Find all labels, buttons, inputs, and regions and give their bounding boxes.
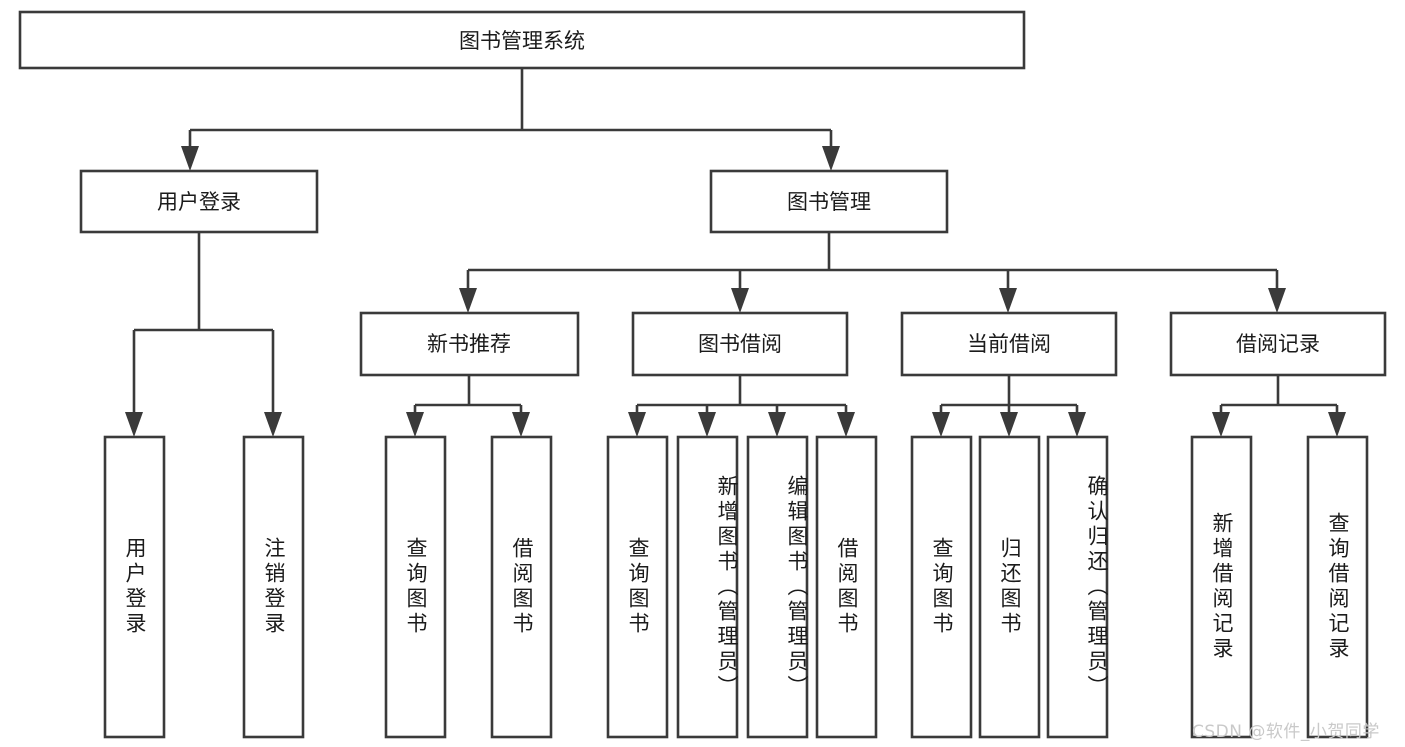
- edge-group-book-borrow-to-leaves: [628, 375, 855, 437]
- arrow-root-to-user-login-icon: [181, 146, 199, 171]
- arrow-current-borrow-leaf-2-icon: [1000, 412, 1018, 437]
- edge-group-borrow-record-to-leaves: [1212, 375, 1346, 437]
- node-leaf-query-book-2[interactable]: [606, 435, 669, 739]
- node-current-borrow-label: 当前借阅: [967, 332, 1051, 356]
- node-user-login-label: 用户登录: [157, 190, 241, 214]
- node-leaf-return-book[interactable]: [978, 435, 1041, 739]
- node-borrow-record-label: 借阅记录: [1236, 332, 1320, 356]
- node-new-book-recommend-label: 新书推荐: [427, 332, 511, 356]
- edge-group-root-to-level2: [181, 68, 840, 171]
- arrow-book-borrow-leaf-1-icon: [628, 412, 646, 437]
- edge-group-new-book-to-leaves: [406, 375, 530, 437]
- node-leaf-add-book[interactable]: [676, 435, 739, 739]
- edge-group-user-login-to-leaves: [125, 232, 282, 437]
- arrow-bm-borrow-record-icon: [1268, 288, 1286, 313]
- node-leaf-borrow-book-2[interactable]: [815, 435, 878, 739]
- node-book-management-label: 图书管理: [787, 190, 871, 214]
- node-book-management[interactable]: [709, 169, 949, 234]
- node-book-borrow[interactable]: [631, 311, 849, 377]
- node-leaf-confirm-return[interactable]: [1046, 435, 1109, 739]
- node-leaf-query-book-1[interactable]: [384, 435, 447, 739]
- node-book-borrow-label: 图书借阅: [698, 332, 782, 356]
- node-leaf-user-login[interactable]: [103, 435, 166, 739]
- arrow-new-book-leaf-2-icon: [512, 412, 530, 437]
- node-root[interactable]: [18, 10, 1026, 70]
- arrow-borrow-record-leaf-2-icon: [1328, 412, 1346, 437]
- arrow-user-login-leaf-1-icon: [125, 412, 143, 437]
- arrow-root-to-book-management-icon: [822, 146, 840, 171]
- arrow-current-borrow-leaf-1-icon: [932, 412, 950, 437]
- node-leaf-borrow-book-1[interactable]: [490, 435, 553, 739]
- node-leaf-add-record[interactable]: [1190, 435, 1253, 739]
- node-current-borrow[interactable]: [900, 311, 1118, 377]
- edge-group-current-borrow-to-leaves: [932, 375, 1086, 437]
- arrow-current-borrow-leaf-3-icon: [1068, 412, 1086, 437]
- node-leaf-query-record[interactable]: [1306, 435, 1369, 739]
- node-leaf-user-logout[interactable]: [242, 435, 305, 739]
- arrow-user-login-leaf-2-icon: [264, 412, 282, 437]
- arrow-bm-book-borrow-icon: [731, 288, 749, 313]
- csdn-watermark: CSDN @软件_小贺同学: [1192, 722, 1380, 742]
- node-leaf-query-book-3[interactable]: [910, 435, 973, 739]
- node-user-login[interactable]: [79, 169, 319, 234]
- arrow-new-book-leaf-1-icon: [406, 412, 424, 437]
- node-leaf-edit-book[interactable]: [746, 435, 809, 739]
- arrow-bm-current-borrow-icon: [999, 288, 1017, 313]
- edge-group-book-management-to-level3: [459, 232, 1286, 313]
- arrow-book-borrow-leaf-2-icon: [698, 412, 716, 437]
- node-root-label: 图书管理系统: [459, 29, 585, 53]
- node-borrow-record[interactable]: [1169, 311, 1387, 377]
- arrow-book-borrow-leaf-4-icon: [837, 412, 855, 437]
- arrow-bm-new-book-icon: [459, 288, 477, 313]
- arrow-book-borrow-leaf-3-icon: [768, 412, 786, 437]
- arrow-borrow-record-leaf-1-icon: [1212, 412, 1230, 437]
- node-new-book-recommend[interactable]: [359, 311, 580, 377]
